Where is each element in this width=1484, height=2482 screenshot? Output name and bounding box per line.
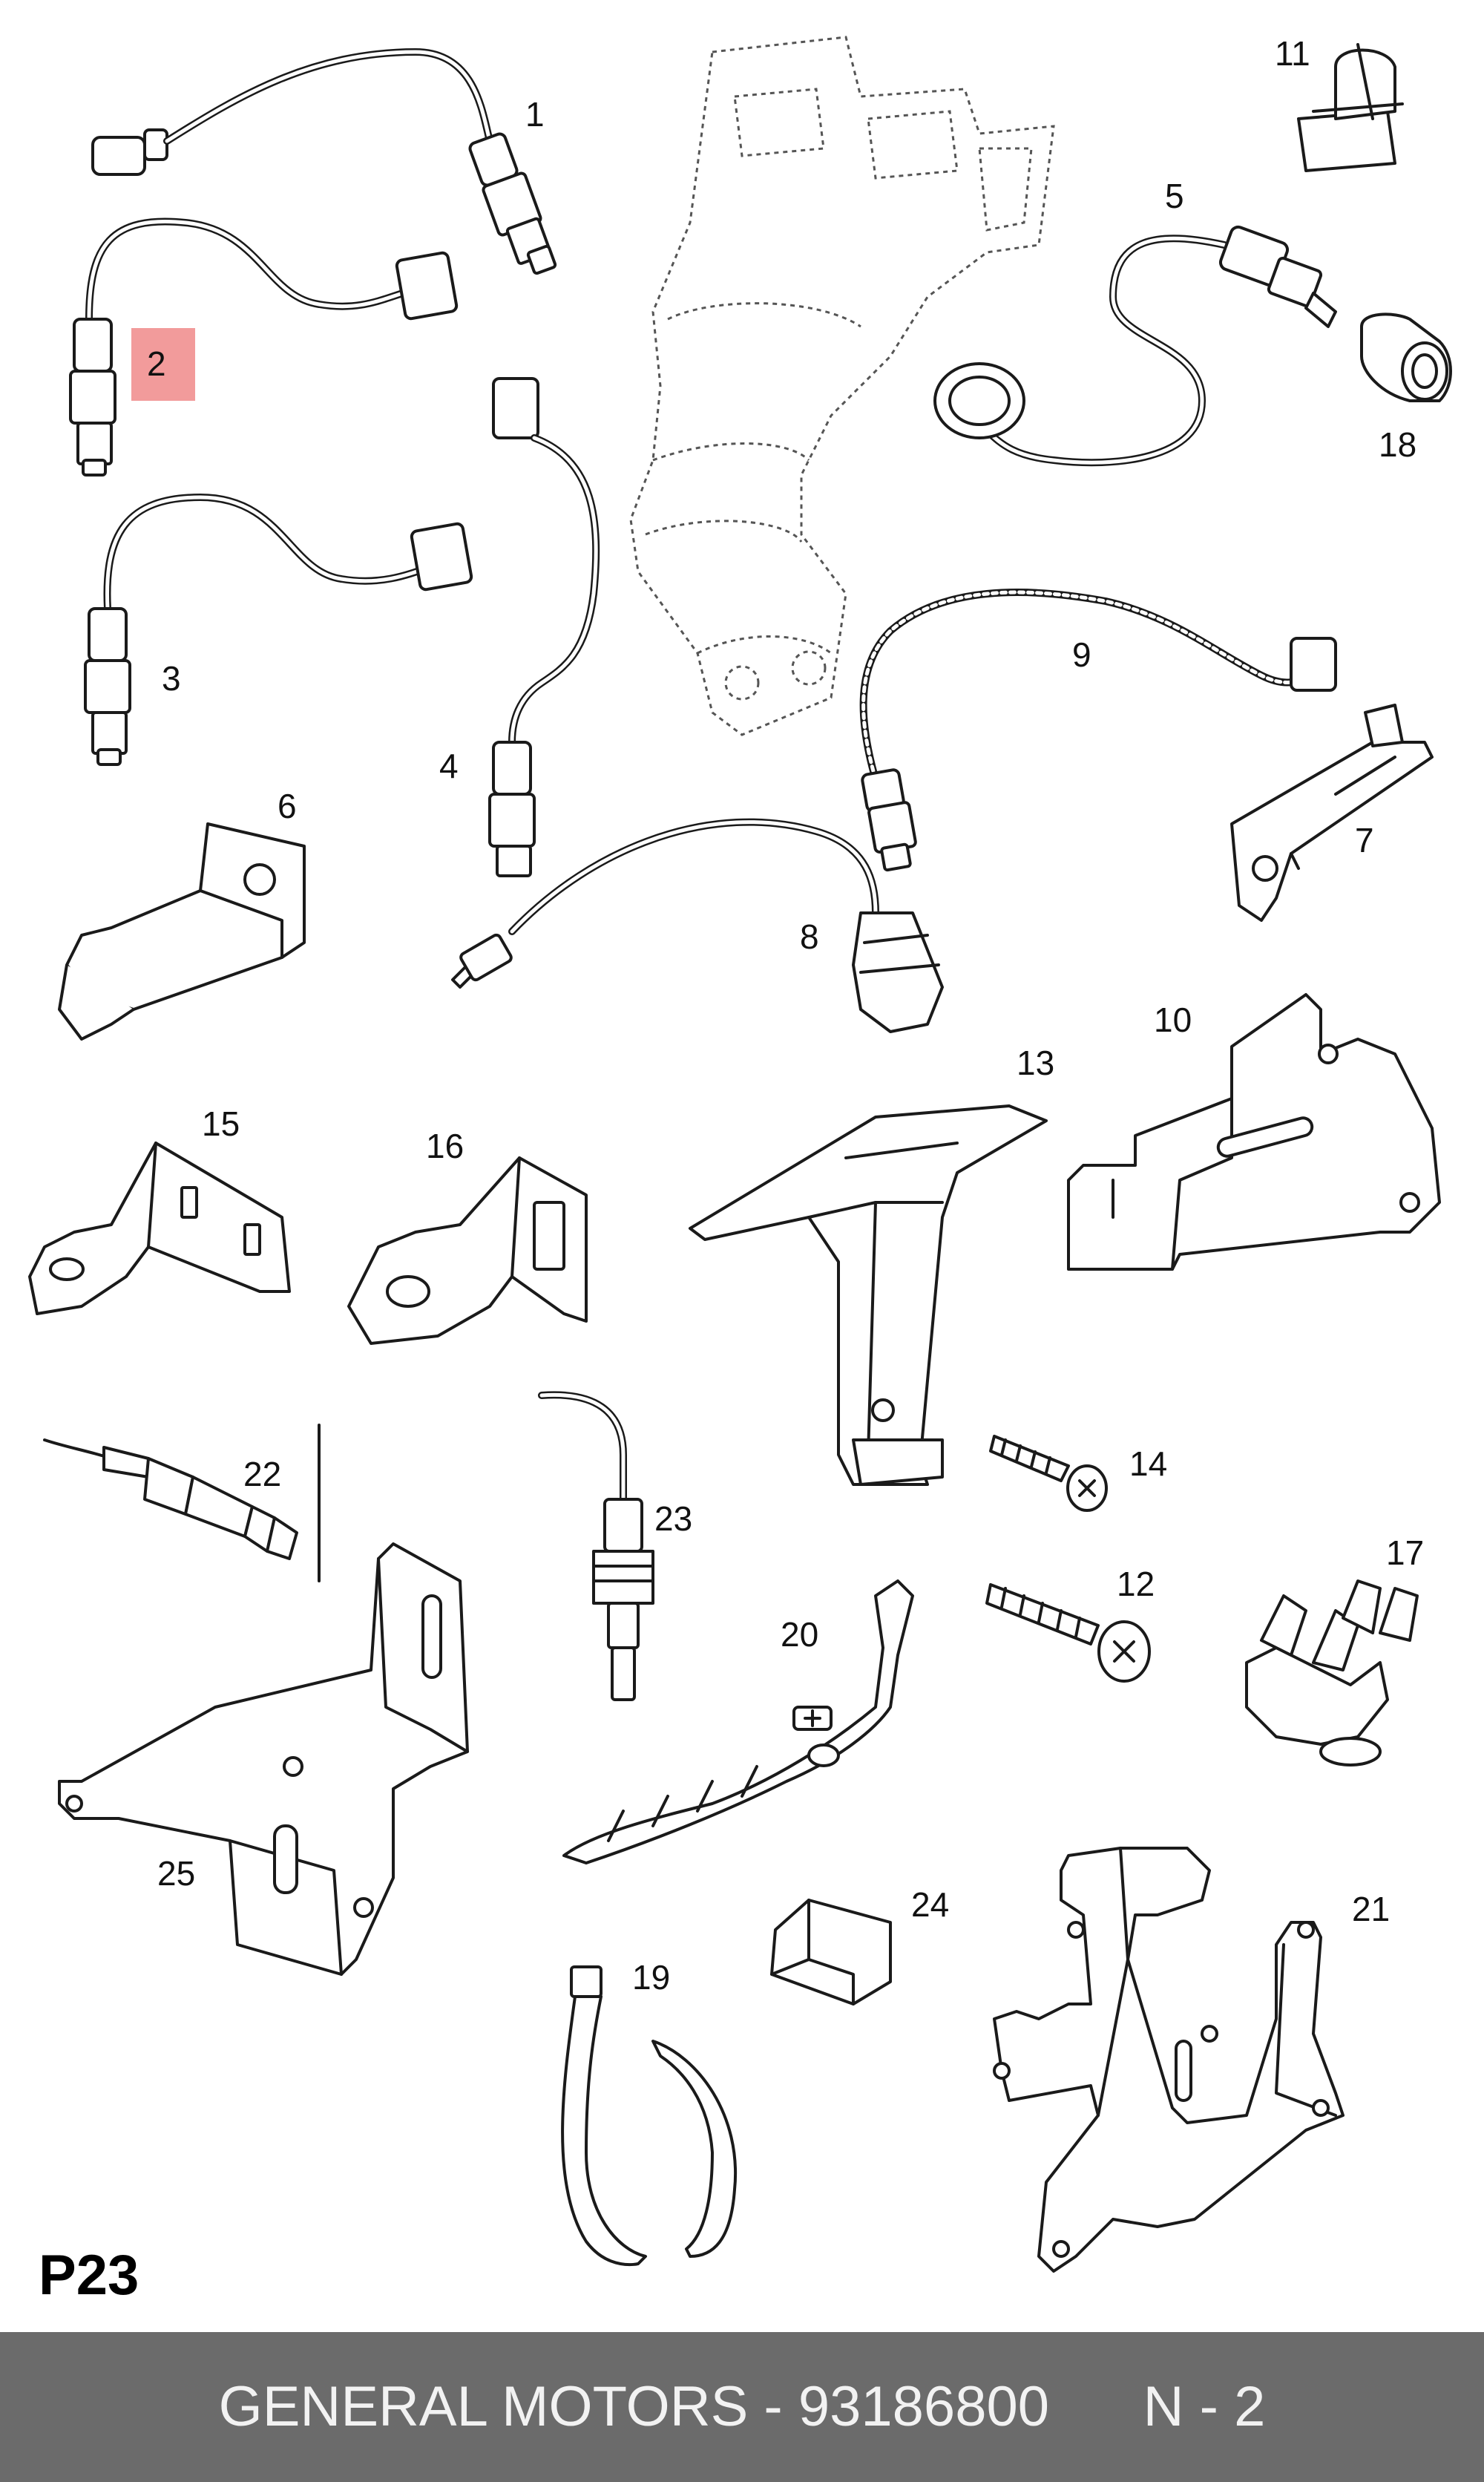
callout-25: 25 — [157, 1854, 195, 1893]
callout-1: 1 — [525, 95, 545, 134]
page-code: P23 — [39, 2244, 139, 2307]
part-11-clip — [1297, 43, 1404, 172]
part-21-bracket — [993, 1847, 1345, 2273]
part-24-clip — [770, 1899, 892, 2005]
part-4-oxygen-sensor — [488, 377, 600, 877]
callout-4: 4 — [439, 747, 459, 785]
part-6-bracket — [58, 822, 306, 1041]
callout-6: 6 — [278, 787, 297, 825]
part-3-oxygen-sensor — [84, 493, 473, 766]
callout-12: 12 — [1117, 1565, 1155, 1603]
callout-9: 9 — [1072, 635, 1091, 674]
part-17-clip — [1245, 1579, 1419, 1766]
callout-24: 24 — [911, 1885, 949, 1924]
callout-16: 16 — [426, 1127, 464, 1165]
part-8-temperature-sensor — [451, 818, 944, 1033]
part-9-oxygen-sensor — [859, 589, 1337, 872]
callout-18: 18 — [1379, 425, 1416, 464]
part-23-temperature-sensor — [538, 1391, 654, 1701]
part-1-oxygen-sensor — [91, 48, 557, 275]
footer-bar: GENERAL MOTORS - 93186800 N - 2 — [0, 2332, 1484, 2482]
part-20-cable-holder — [562, 1579, 914, 1864]
part-12-screw — [985, 1583, 1151, 1683]
callout-7: 7 — [1355, 821, 1374, 859]
callout-14: 14 — [1129, 1444, 1167, 1483]
part-10-bracket — [1067, 993, 1441, 1271]
part-7-bracket — [1230, 704, 1434, 922]
part-2-oxygen-sensor — [69, 217, 459, 477]
callout-20: 20 — [781, 1615, 818, 1654]
part-13-support-bracket — [689, 1104, 1048, 1486]
part-19-cable-tie — [561, 1965, 738, 2267]
callout-22: 22 — [243, 1455, 281, 1493]
callout-3: 3 — [162, 659, 181, 698]
footer-part-number: GENERAL MOTORS - 93186800 N - 2 — [218, 2375, 1266, 2438]
part-25-bracket — [58, 1542, 469, 1976]
part-14-screw — [989, 1435, 1108, 1512]
part-22-oxygen-sensor — [43, 1424, 321, 1582]
callout-8: 8 — [800, 917, 819, 956]
callout-10: 10 — [1154, 1001, 1192, 1039]
callout-11: 11 — [1275, 34, 1310, 73]
part-15-bracket — [28, 1142, 291, 1315]
callout-21: 21 — [1352, 1890, 1390, 1928]
callout-labels: 1 2 3 4 5 6 7 8 9 10 11 12 13 14 15 16 1… — [147, 34, 1424, 1997]
callout-15: 15 — [202, 1104, 240, 1143]
part-16-bracket — [347, 1156, 588, 1345]
callout-5: 5 — [1165, 177, 1184, 215]
callout-23: 23 — [654, 1499, 692, 1538]
part-5-temperature-sensor — [933, 225, 1337, 467]
highlight-box — [131, 328, 195, 401]
exploded-parts-diagram: 1 2 3 4 5 6 7 8 9 10 11 12 13 14 15 16 1… — [28, 34, 1452, 2273]
callout-2: 2 — [147, 344, 166, 383]
callout-13: 13 — [1017, 1044, 1054, 1082]
callout-17: 17 — [1386, 1533, 1424, 1572]
exhaust-manifold-reference — [629, 36, 1055, 736]
part-18-grommet — [1360, 312, 1452, 402]
callout-19: 19 — [632, 1958, 670, 1997]
